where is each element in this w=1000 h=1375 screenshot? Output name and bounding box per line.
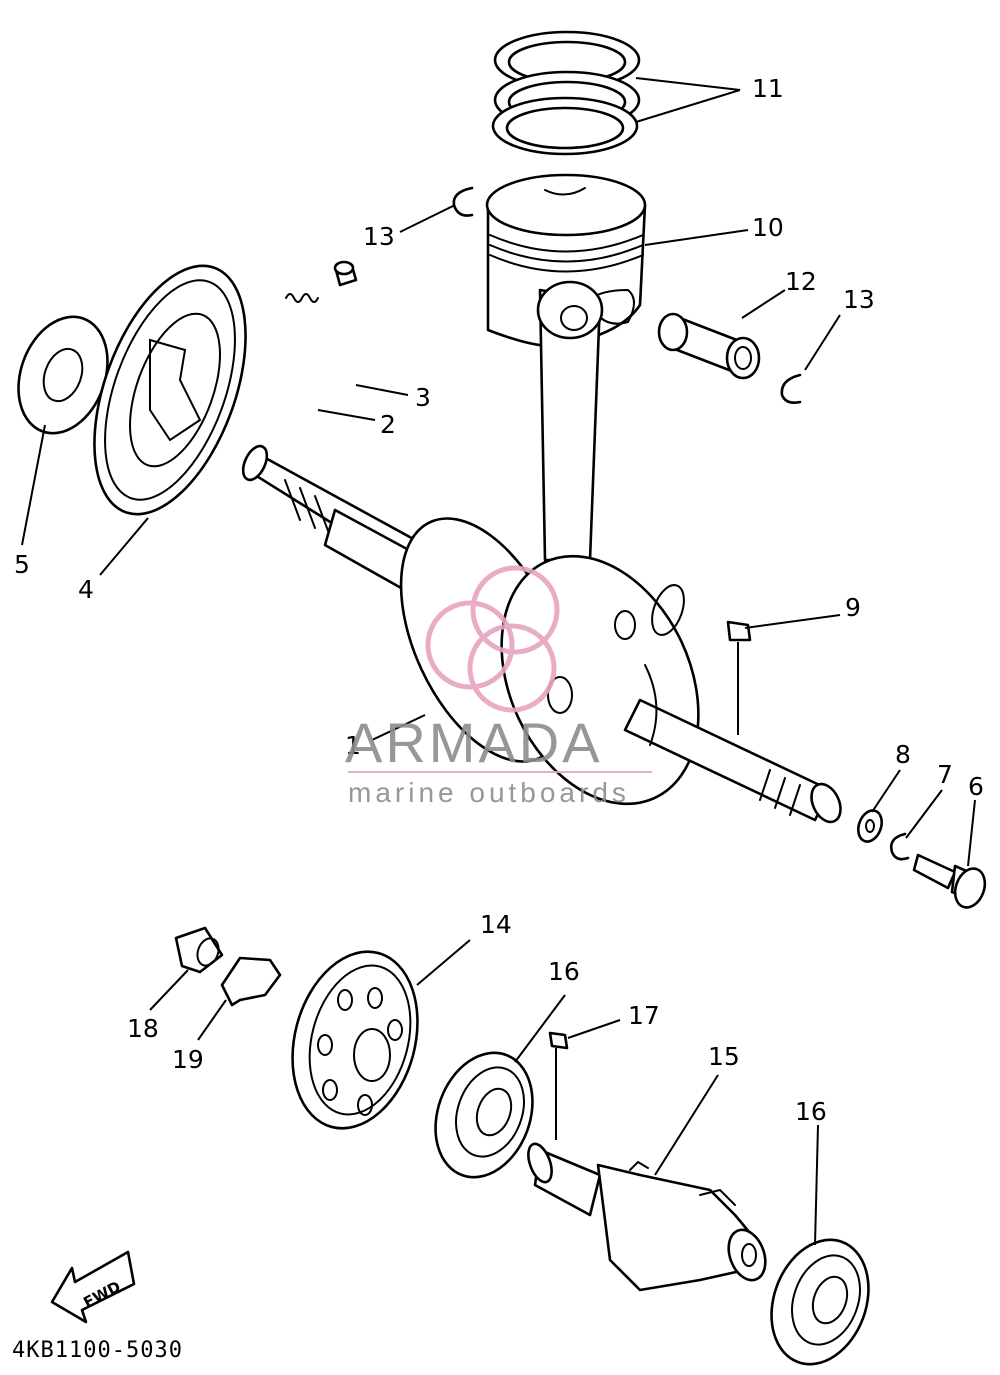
callout-12: 12 [785,267,817,296]
bearing-right [770,1238,870,1366]
callout-8: 8 [895,740,911,769]
callout-13-left: 13 [363,222,395,251]
watermark: ARMADA marine outboards [345,565,652,808]
callout-9: 9 [845,593,861,622]
drawing-code: 4KB1100-5030 [12,1338,183,1363]
forward-arrow-icon: FWD [50,1250,136,1324]
circlip-left [452,186,474,217]
callout-1: 1 [345,731,361,760]
woodruff-key [726,620,752,642]
lock-washer [220,956,282,1007]
callout-16-left: 16 [548,957,580,986]
watermark-logo-icon [425,565,560,713]
piston-pin [657,312,761,380]
nut [174,926,224,974]
thrust-washer [17,315,109,435]
circlip-right [780,373,802,404]
callout-3: 3 [415,383,431,412]
callouts: 11 10 13 12 13 3 2 5 4 9 1 8 7 6 14 16 1… [14,74,984,1126]
callout-16-right: 16 [795,1097,827,1126]
one-way-clutch-gear [93,264,247,516]
balancer-drive-gear [291,950,419,1130]
callout-14: 14 [480,910,512,939]
piston-rings [491,30,641,156]
washer [857,809,883,843]
callout-5: 5 [14,550,30,579]
callout-19: 19 [172,1045,204,1074]
leader-lines [21,77,976,1246]
callout-11: 11 [752,74,784,103]
watermark-subtitle: marine outboards [348,777,630,808]
callout-4: 4 [78,575,94,604]
callout-15: 15 [708,1042,740,1071]
callout-13-right: 13 [843,285,875,314]
key [548,1031,569,1050]
plunger-pin [333,260,358,287]
piston [485,173,647,348]
callout-6: 6 [968,772,984,801]
crankshaft [241,280,842,824]
callout-17: 17 [628,1001,660,1030]
spring [285,293,319,303]
circlip-small [890,832,910,861]
callout-18: 18 [127,1014,159,1043]
callout-2: 2 [380,410,396,439]
callout-10: 10 [752,213,784,242]
callout-7: 7 [937,760,953,789]
watermark-title: ARMADA [345,711,603,774]
balancer-shaft [527,1142,767,1292]
bolt [912,853,987,909]
bearing-left [434,1051,534,1179]
